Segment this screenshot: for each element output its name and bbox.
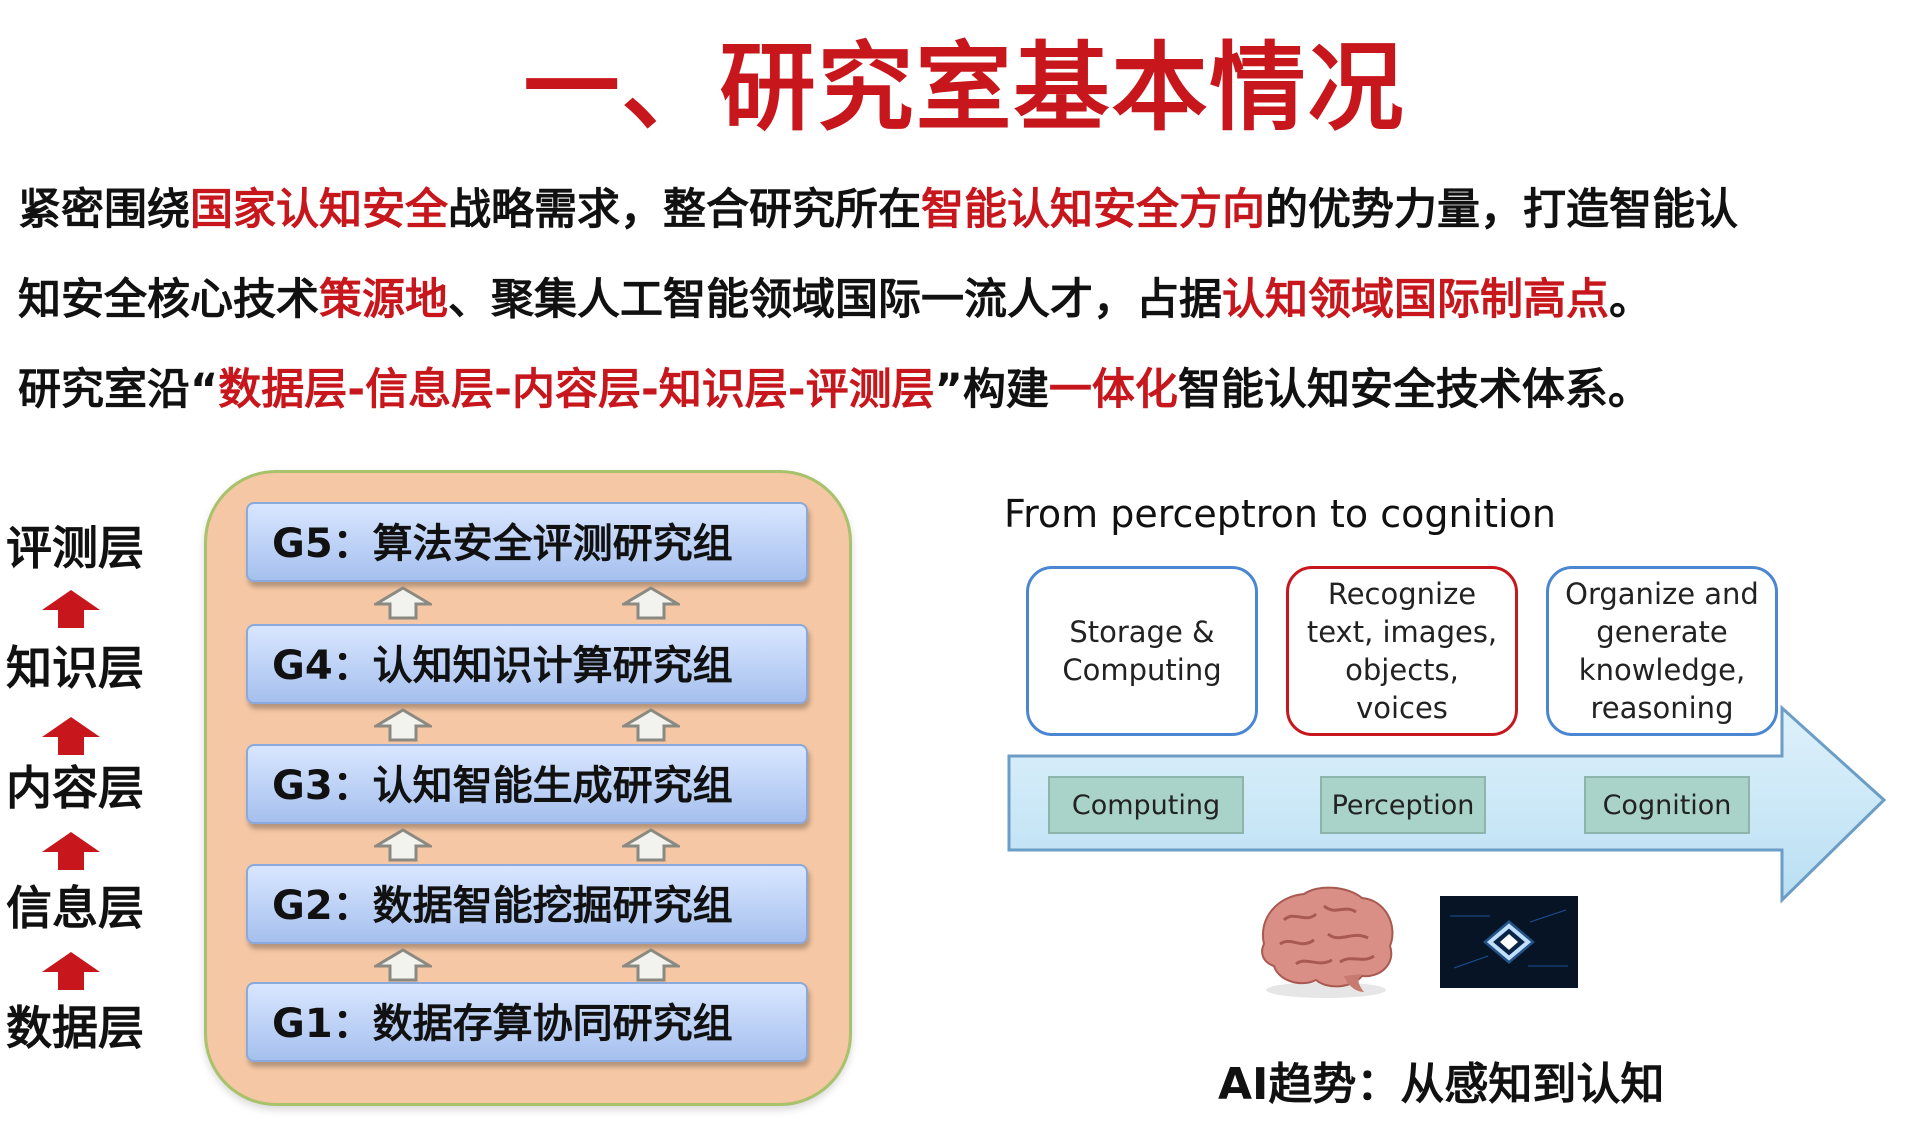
intro-text: 知安全核心技术 [18, 275, 319, 325]
up-arrow-icon [622, 708, 680, 742]
intro-text: 战略需求，整合研究所在 [448, 185, 921, 235]
layer-label-information: 信息层 [6, 881, 144, 935]
stage-cognition: Cognition [1584, 776, 1750, 834]
red-up-arrow-icon [42, 952, 100, 990]
intro-line-1: 紧密围绕国家认知安全战略需求，整合研究所在智能认知安全方向的优势力量，打造智能认 [18, 175, 1738, 237]
layer-label-knowledge: 知识层 [6, 641, 144, 695]
group-bar-g2: G2：数据智能挖掘研究组 [246, 864, 808, 944]
red-up-arrow-icon [42, 590, 100, 628]
intro-text: 的优势力量，打造智能认 [1265, 185, 1738, 235]
intro-highlight: 国家认知安全 [190, 185, 448, 235]
red-up-arrow-icon [42, 832, 100, 870]
up-arrow-icon [374, 586, 432, 620]
up-arrow-icon [374, 828, 432, 862]
chip-icon [1440, 896, 1578, 988]
intro-highlight: 认知领域国际制高点 [1222, 275, 1609, 325]
intro-text: 、聚集人工智能领域国际一流人才，占据 [448, 275, 1222, 325]
group-bar-g4: G4：认知知识计算研究组 [246, 624, 808, 704]
page-title: 一、研究室基本情况 [523, 32, 1406, 144]
card-storage-computing: Storage & Computing [1026, 566, 1258, 736]
card-organize-knowledge: Organize and generate knowledge, reasoni… [1546, 566, 1778, 736]
layer-label-data: 数据层 [6, 1001, 144, 1055]
intro-text: 。 [1609, 275, 1652, 325]
intro-highlight: 策源地 [319, 275, 448, 325]
stage-perception: Perception [1320, 776, 1486, 834]
card-recognize: Recognize text, images, objects, voices [1286, 566, 1518, 736]
group-bar-g5: G5：算法安全评测研究组 [246, 502, 808, 582]
intro-highlight: 智能认知安全方向 [921, 185, 1265, 235]
intro-line-2: 知安全核心技术策源地、聚集人工智能领域国际一流人才，占据认知领域国际制高点。 [18, 265, 1652, 327]
stage-computing: Computing [1048, 776, 1244, 834]
up-arrow-icon [374, 948, 432, 982]
intro-highlight: 一体化 [1048, 365, 1178, 415]
intro-text: 紧密围绕 [18, 185, 190, 235]
intro-text: 智能认知安全技术体系。 [1177, 365, 1651, 415]
red-up-arrow-icon [42, 717, 100, 755]
layer-label-evaluation: 评测层 [6, 521, 144, 575]
group-bar-g3: G3：认知智能生成研究组 [246, 744, 808, 824]
intro-text: ”构建 [934, 365, 1049, 415]
intro-text: 研究室沿“ [18, 365, 219, 415]
ai-trend-caption: AI趋势：从感知到认知 [1218, 1059, 1665, 1110]
diagram-title: From perceptron to cognition [1004, 492, 1556, 536]
up-arrow-icon [622, 948, 680, 982]
intro-line-3: 研究室沿“数据层-信息层-内容层-知识层-评测层”构建一体化智能认知安全技术体系… [18, 355, 1651, 417]
up-arrow-icon [622, 828, 680, 862]
group-bar-g1: G1：数据存算协同研究组 [246, 982, 808, 1062]
brain-icon [1261, 886, 1394, 998]
layer-label-content: 内容层 [6, 761, 144, 815]
up-arrow-icon [622, 586, 680, 620]
up-arrow-icon [374, 708, 432, 742]
intro-highlight: 数据层-信息层-内容层-知识层-评测层 [218, 365, 935, 415]
